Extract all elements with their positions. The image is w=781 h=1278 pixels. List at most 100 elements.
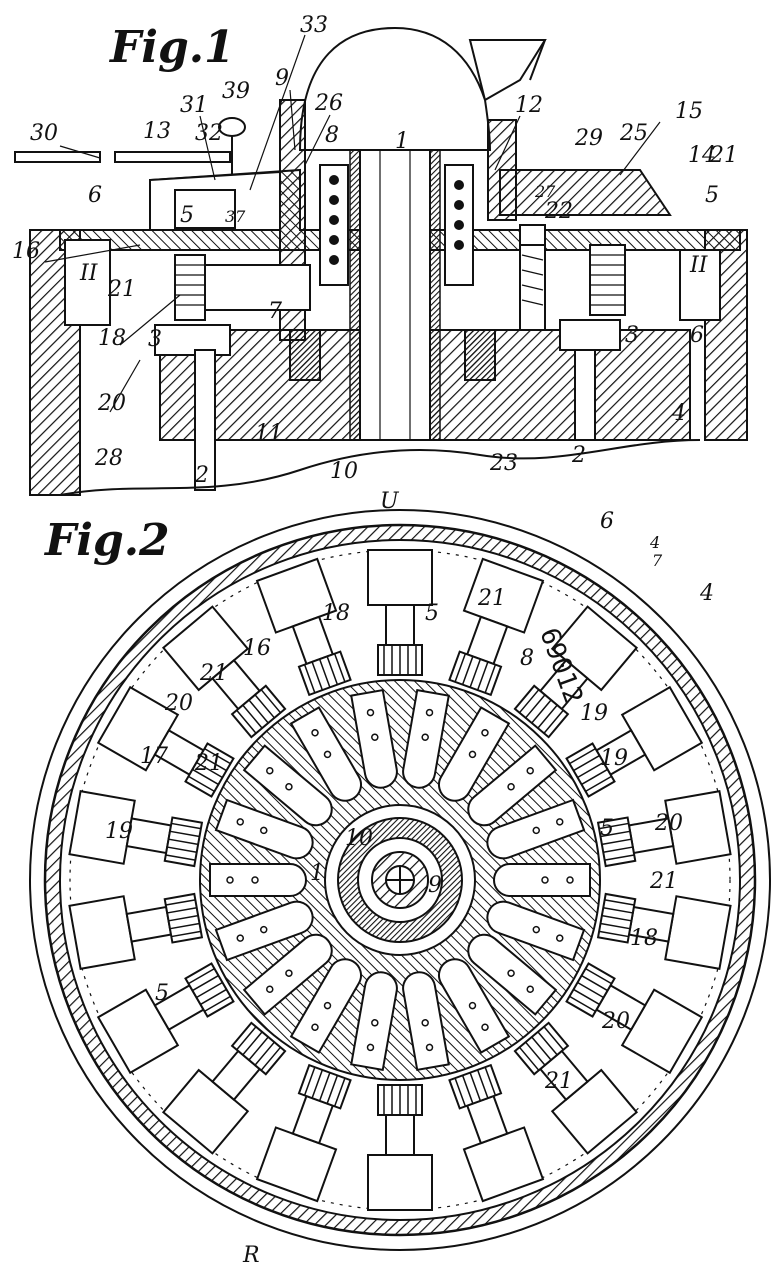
fig1-labels: 33 39 9 26 1 12 29 25 15 30 31 32 13 8 1…	[12, 13, 738, 488]
label-R: R	[242, 1243, 260, 1268]
fig1-wheel-right	[589, 244, 626, 316]
counter-unit	[367, 549, 433, 676]
hub-slot	[289, 958, 362, 1054]
hub-slot	[467, 744, 558, 827]
hub-slot	[402, 971, 450, 1072]
label-31: 31	[180, 93, 208, 118]
counter-unit	[161, 1021, 287, 1155]
fig2-plan-view: Fig.2 69012	[29, 509, 771, 1251]
label-5-left: 5	[180, 203, 194, 228]
fig1-spring-left	[319, 164, 349, 286]
counter-unit	[448, 557, 545, 697]
label-33: 33	[300, 13, 328, 38]
label-21-left: 21	[107, 277, 136, 302]
fig2-radial-units	[68, 549, 732, 1211]
label-19-fig2a: 19	[580, 701, 608, 726]
label-22: 22	[544, 199, 573, 224]
hub-slot	[467, 933, 558, 1016]
counter-unit	[255, 557, 352, 697]
label-23: 23	[489, 451, 518, 476]
label-19-fig2b: 19	[600, 746, 628, 771]
fig1-block-3-left	[154, 324, 231, 356]
counter-unit	[513, 1021, 639, 1155]
hub-slot	[350, 971, 398, 1072]
fig1-spring-right	[444, 164, 474, 286]
hub-slot	[214, 798, 314, 860]
counter-unit	[96, 962, 235, 1075]
label-9-fig2: 9	[428, 873, 442, 898]
label-21-top: 21	[709, 143, 738, 168]
counter-unit	[565, 685, 704, 798]
counter-unit	[513, 605, 639, 739]
counter-unit	[565, 962, 704, 1075]
fig1-box-6-right	[679, 249, 721, 321]
hub-slot	[402, 688, 450, 789]
hub-slot	[242, 933, 333, 1016]
label-29: 29	[574, 126, 603, 151]
fig1-box-5-left	[174, 189, 236, 229]
fig1-pin-2-left	[194, 349, 216, 491]
fig1-shaft-1	[359, 149, 431, 441]
label-18-fig2b: 18	[630, 926, 658, 951]
label-5-right: 5	[705, 183, 719, 208]
label-15: 15	[675, 99, 703, 124]
label-2-left: 2	[194, 463, 209, 488]
label-4-fig2: 4	[699, 581, 714, 606]
label-21-fig2c: 21	[194, 751, 223, 776]
hub-slot	[486, 900, 586, 962]
label-3-right: 3	[625, 323, 639, 348]
counter-unit	[367, 1084, 433, 1211]
counter-unit	[68, 892, 204, 970]
fig1-plate-30-left	[14, 151, 101, 163]
label-6-fig2: 6	[600, 509, 614, 534]
label-8-fig2: 8	[520, 646, 534, 671]
counter-unit	[596, 892, 732, 970]
label-21-fig2b: 21	[199, 661, 228, 686]
label-12: 12	[515, 93, 543, 118]
label-3-left: 3	[148, 327, 162, 352]
label-18: 18	[98, 326, 126, 351]
label-32: 32	[195, 121, 223, 146]
label-4: 4	[671, 401, 686, 426]
hub-slot	[486, 798, 586, 860]
fig2-labels: U 6 4 7 4 21 18 5 16 8 21 20 19 17 21 19…	[105, 489, 714, 1268]
label-20: 20	[97, 391, 126, 416]
label-21-fig2a: 21	[477, 586, 506, 611]
label-II-right: II	[689, 253, 709, 278]
label-25: 25	[619, 121, 648, 146]
label-20-fig2a: 20	[164, 691, 193, 716]
label-20-fig2c: 20	[601, 1009, 630, 1034]
label-16-fig2: 16	[243, 636, 271, 661]
label-6-right: 6	[690, 323, 704, 348]
label-5-fig2b: 5	[600, 816, 614, 841]
counter-unit	[161, 605, 287, 739]
label-19-fig2c: 19	[105, 819, 133, 844]
label-21-fig2d: 21	[649, 869, 678, 894]
label-10-fig2: 10	[345, 826, 373, 851]
fig1-dome	[298, 26, 547, 151]
fig1-wheel-left	[174, 254, 206, 321]
label-16: 16	[12, 239, 40, 264]
label-7-fig2: 7	[652, 551, 663, 570]
label-11: 11	[255, 421, 283, 446]
label-5-fig2a: 5	[425, 601, 439, 626]
counter-unit	[596, 790, 732, 868]
label-17-fig2: 17	[140, 744, 168, 769]
hub-slot	[242, 744, 333, 827]
label-8: 8	[325, 123, 339, 148]
hub-slot	[350, 688, 398, 789]
label-28: 28	[94, 446, 123, 471]
label-30: 30	[30, 121, 58, 146]
fig1-block-3-right	[559, 319, 621, 351]
label-5-fig2c: 5	[155, 981, 169, 1006]
label-18-fig2a: 18	[322, 601, 350, 626]
fig2-title: Fig.2	[43, 515, 170, 566]
hub-slot	[214, 900, 314, 962]
label-6-left: 6	[88, 183, 102, 208]
label-1: 1	[395, 129, 409, 154]
label-9: 9	[275, 66, 289, 91]
fig2-slots	[209, 688, 591, 1072]
hub-slot	[289, 706, 362, 802]
label-7: 7	[268, 299, 282, 324]
counter-unit	[448, 1063, 545, 1203]
